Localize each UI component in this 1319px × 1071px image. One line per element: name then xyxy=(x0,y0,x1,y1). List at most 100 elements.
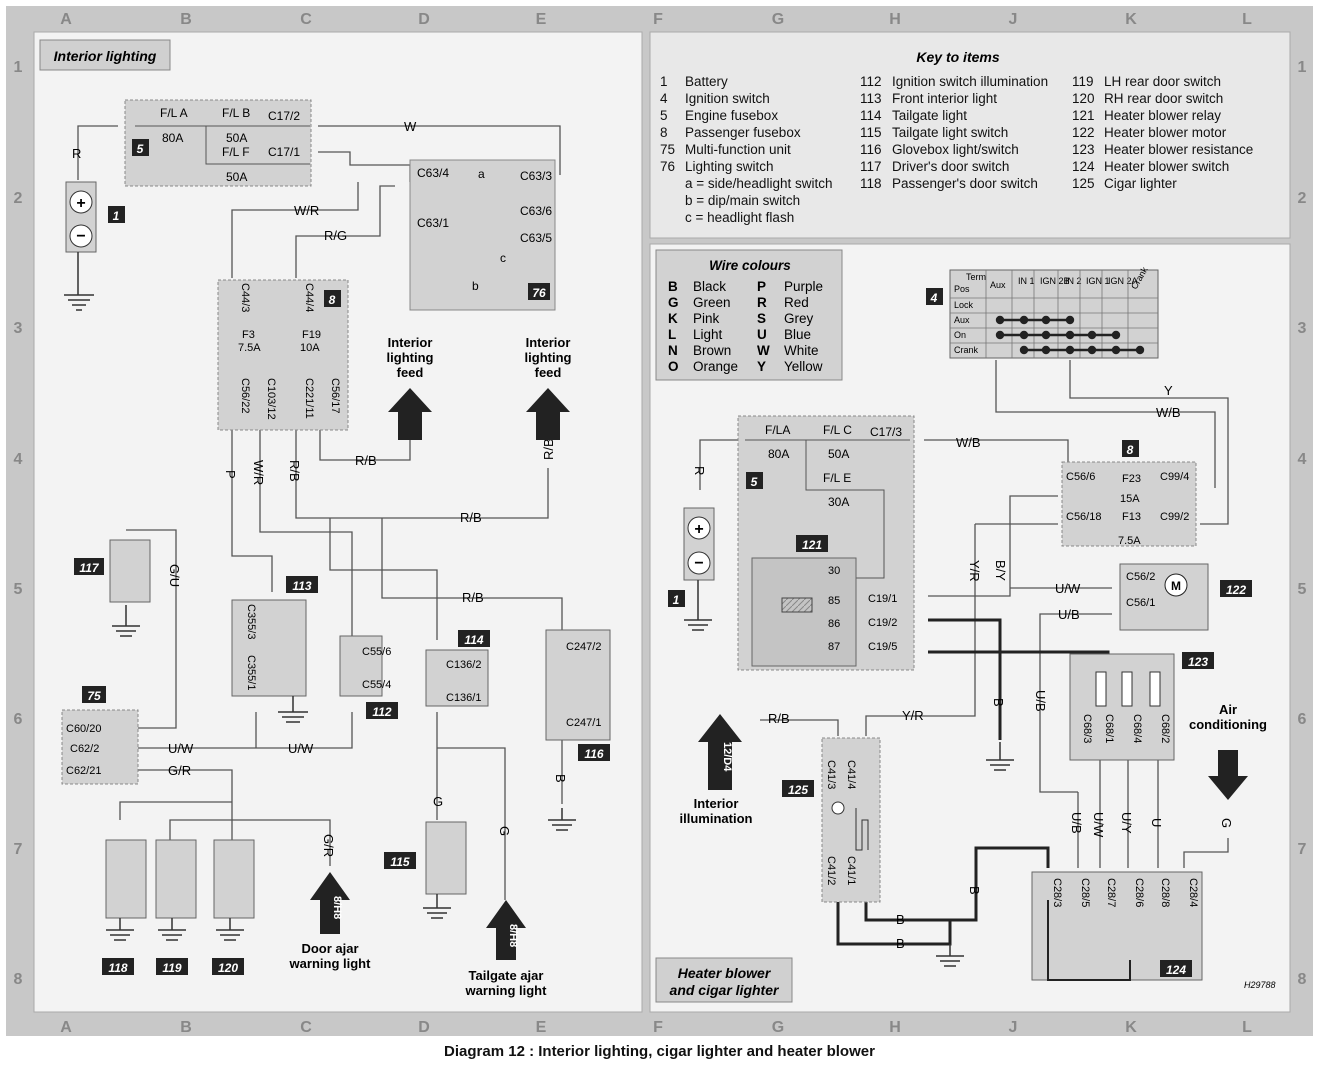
component-number: 118 xyxy=(108,961,127,975)
component-number: 117 xyxy=(79,561,99,575)
component-number: 113 xyxy=(292,579,311,593)
fuse-amp: 7.5A xyxy=(1118,535,1141,547)
wire-label: G xyxy=(497,826,512,836)
label-box xyxy=(366,702,398,719)
key-label: Tailgate light xyxy=(892,108,967,123)
component-number: 121 xyxy=(802,538,822,552)
wire-colours-title: Wire colours xyxy=(709,258,791,273)
connector-label: C68/3 xyxy=(1081,714,1093,743)
wire xyxy=(1069,360,1229,525)
door-ajar-line1: Door ajar xyxy=(301,941,358,956)
wire-label: R/B xyxy=(287,460,302,482)
wire xyxy=(231,430,273,592)
wire-colours-box xyxy=(655,249,843,381)
fusebox-busbar xyxy=(135,125,310,165)
component-number: 119 xyxy=(162,961,181,975)
ignition-contacts xyxy=(995,315,1145,355)
component-number: 112 xyxy=(372,705,391,719)
component-number: 1 xyxy=(113,209,120,223)
wire xyxy=(995,360,1216,488)
fuse-amp: 50A xyxy=(226,131,247,145)
wire-label: U/W xyxy=(1055,581,1081,596)
feed-arrows-left: Interior lighting feed Interior lighting… xyxy=(387,335,572,440)
colour-code: K xyxy=(668,311,678,326)
plus-symbol: + xyxy=(76,195,85,212)
label-box xyxy=(1122,440,1139,457)
label-box xyxy=(458,630,490,647)
fuse-label: F13 xyxy=(1122,511,1141,523)
passenger-fusebox-right xyxy=(1061,461,1197,547)
wire-label: W/R xyxy=(294,203,319,218)
connector-label: C63/1 xyxy=(417,216,449,230)
label-box xyxy=(796,535,828,552)
colour-name: Orange xyxy=(693,359,738,374)
key-num: 117 xyxy=(860,159,882,174)
component-number: 8 xyxy=(1127,443,1134,457)
colour-code: B xyxy=(668,279,678,294)
key-label: a = side/headlight switch xyxy=(685,176,832,191)
grid-labels: A B C D E F G H J K L A B C D E F G H J … xyxy=(14,11,1307,1036)
glovebox-light-switch xyxy=(545,629,611,741)
wire-label: W/R xyxy=(251,460,266,485)
key-num: 113 xyxy=(860,91,882,106)
label-box xyxy=(746,472,763,489)
relay-pin: 86 xyxy=(828,618,840,630)
key-num: 118 xyxy=(860,176,882,191)
right-panel-title-line1: Heater blower xyxy=(678,965,772,981)
connector-label: C63/6 xyxy=(520,204,552,218)
wire xyxy=(319,430,411,461)
drawing-ref: H29788 xyxy=(1244,980,1276,990)
wire xyxy=(699,439,740,490)
row-label: 8 xyxy=(14,971,23,988)
col-label: H xyxy=(889,1019,901,1036)
key-label: Passenger fusebox xyxy=(685,125,801,140)
wire-label: Y xyxy=(1164,383,1173,398)
colour-name: Purple xyxy=(784,279,823,294)
feed-label-line2: lighting xyxy=(525,350,572,365)
wire xyxy=(119,801,232,820)
fuse-label: F19 xyxy=(302,329,321,341)
colour-code: P xyxy=(757,279,766,294)
key-num: 4 xyxy=(660,91,668,106)
connector-label: C55/4 xyxy=(362,679,391,691)
key-num: 115 xyxy=(860,125,882,140)
col-label: C xyxy=(300,1019,312,1036)
label-box xyxy=(926,288,943,305)
row-label: 6 xyxy=(1298,711,1307,728)
relay-labels: 30 85 86 87 C19/1 C19/2 C19/5 xyxy=(828,565,897,653)
key-label: Engine fusebox xyxy=(685,108,778,123)
colour-name: Grey xyxy=(784,311,814,326)
row-label: 5 xyxy=(14,581,23,598)
wire-label: G xyxy=(433,794,443,809)
colour-name: White xyxy=(784,343,819,358)
interior-illumination-arrow-icon xyxy=(698,714,742,790)
wire-label: R/B xyxy=(460,510,482,525)
wire-label: G xyxy=(1219,818,1234,828)
resistor-icon xyxy=(1121,671,1133,707)
connector-label: C56/17 xyxy=(329,378,341,413)
colour-code: R xyxy=(757,295,767,310)
connector-label: C99/2 xyxy=(1160,511,1189,523)
wire-label: Y/R xyxy=(967,560,982,582)
lamp-icon xyxy=(831,801,845,815)
heating-element-icon xyxy=(855,808,869,851)
label-box xyxy=(108,206,125,223)
col-label: G xyxy=(772,1019,784,1036)
key-label: Passenger's door switch xyxy=(892,176,1038,191)
fuse-labels-left: F/L A 80A F/L B 50A F/L F 50A C17/2 C17/… xyxy=(160,106,300,184)
wire xyxy=(295,430,549,519)
connector-label: C19/2 xyxy=(868,617,897,629)
ground-icon xyxy=(548,808,576,831)
table-row: Lock xyxy=(954,300,974,310)
wire-label: U/B xyxy=(1033,690,1048,712)
wire xyxy=(1039,613,1112,793)
key-label: b = dip/main switch xyxy=(685,193,800,208)
label-box xyxy=(578,744,610,761)
wire xyxy=(928,530,1011,597)
connector-label: C60/20 xyxy=(66,723,101,735)
wire xyxy=(295,185,395,278)
key-num: 121 xyxy=(1072,108,1095,123)
heavy-wire xyxy=(836,902,952,946)
wire-label: U/W xyxy=(288,741,314,756)
door-ajar-line2: warning light xyxy=(289,956,372,971)
